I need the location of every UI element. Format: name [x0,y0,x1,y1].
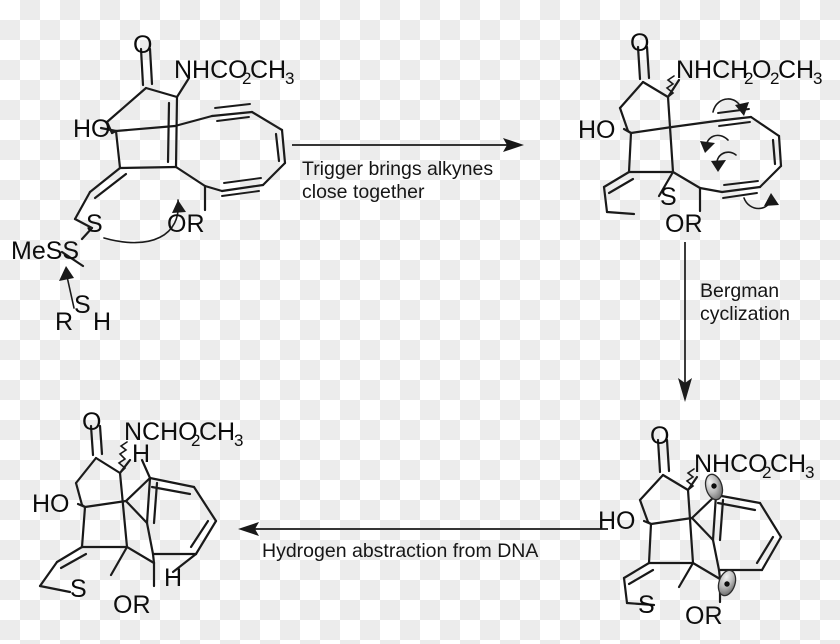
arrow-trigger-label-line2: close together [302,181,425,203]
radical-lobe-bottom [717,569,737,597]
arrow-trigger [292,138,524,152]
label-nucleophile-h: H [93,308,111,336]
label-ether-or-4: OR [113,591,151,619]
label-thioether-s-1: S [86,210,103,238]
radical-lobe-top [704,473,724,501]
label-carbamate-sub-2c: 3 [813,69,822,88]
label-hydroxyl-3: HO [598,507,636,535]
arrow-abstraction-label: Hydrogen abstraction from DNA [262,540,538,562]
label-carbamate-sub-2a: 2 [744,69,753,88]
label-carbamate-sub-1a: 2 [242,69,251,88]
label-ring-sulfur-4: S [70,575,87,603]
label-ketone-oxygen-1: O [133,31,152,59]
arrow-bergman-label-line1: Bergman [700,280,779,302]
label-trisulfide-mess: MeSS [11,237,79,265]
arrow-bergman-label-line2: cyclization [700,303,790,325]
label-ketone-oxygen-4: O [82,408,101,436]
label-hydroxyl-2: HO [578,116,616,144]
label-hydroxyl-4: HO [32,490,70,518]
label-carbamate-sub-4a: 2 [191,431,200,450]
arrow-trigger-label-line1: Trigger brings alkynes [302,158,493,180]
label-aromatic-h-bottom: H [164,564,182,592]
label-ketone-oxygen-2: O [630,29,649,57]
label-carbamate-sub-2b: 2 [770,69,779,88]
label-carbamate-sub-3b: 3 [805,463,814,482]
label-carbamate-sub-4b: 3 [234,431,243,450]
label-nucleophile-r: R [55,308,73,336]
label-carbamate-n-2: NHCH [676,56,748,84]
label-ring-sulfur-3: S [638,591,655,619]
label-carbamate-ch-1: CH [250,56,286,84]
label-carbamate-ch-4: CH [199,418,235,446]
label-carbamate-sub-3a: 2 [762,463,771,482]
label-carbamate-o-2: O [752,56,771,84]
label-carbamate-ch-3: CH [770,450,806,478]
label-nucleophile-s: S [74,291,91,319]
arrow-bergman [678,242,692,402]
label-ether-or-1: OR [167,210,205,238]
structure-enediyne-closed [602,45,783,216]
label-ether-or-2: OR [665,210,703,238]
structure-arene-product [38,424,218,594]
label-hydroxyl-1: HO [73,115,111,143]
label-aromatic-h-top: H [132,440,150,468]
label-carbamate-n-3: NHCO [694,450,768,478]
arrow-abstraction [238,522,608,536]
label-carbamate-n-1: NHCO [174,56,248,84]
label-carbamate-n-4: NCHO [124,418,198,446]
label-ether-or-3: OR [685,602,723,630]
label-ketone-oxygen-3: O [650,422,669,450]
structure-benzenoid-diradical [622,438,783,607]
label-carbamate-sub-1b: 3 [285,69,294,88]
label-carbamate-ch-2: CH [778,56,814,84]
label-ring-sulfur-2: S [660,183,677,211]
structure-enediyne-start [59,47,287,309]
